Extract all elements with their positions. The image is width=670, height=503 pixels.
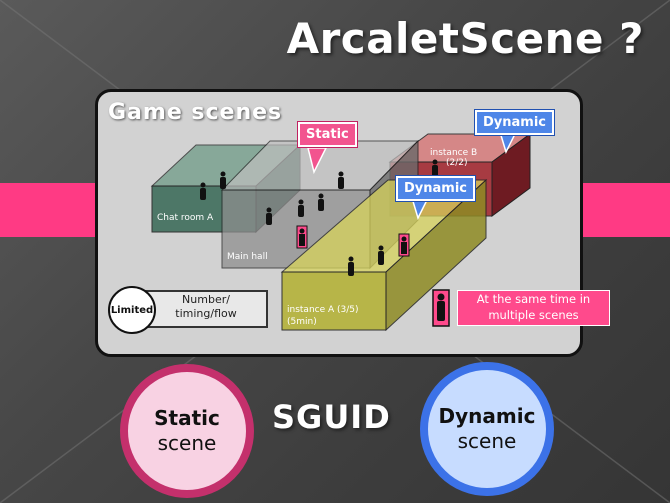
sguid-label: SGUID bbox=[272, 398, 391, 436]
main-hall-label: Main hall bbox=[227, 252, 268, 262]
dynamic-circle-line1: Dynamic bbox=[438, 404, 536, 428]
instance-b-label: instance B bbox=[430, 148, 478, 158]
people-icons bbox=[200, 159, 438, 276]
dynamic-callout-mid: Dynamic bbox=[396, 176, 476, 201]
legend-text: Number/ timing/flow bbox=[175, 293, 237, 320]
dynamic-circle-line2: scene bbox=[457, 429, 517, 453]
dynamic-scene-circle: Dynamic scene bbox=[420, 362, 554, 496]
static-circle-line1: Static bbox=[154, 406, 220, 430]
static-callout-tail bbox=[307, 147, 328, 175]
legend-box bbox=[138, 290, 268, 328]
static-circle-line2: scene bbox=[157, 431, 217, 455]
static-scene-circle: Static scene bbox=[120, 364, 254, 498]
multi-scene-person-icons bbox=[296, 225, 410, 257]
instance-a-box bbox=[280, 178, 488, 332]
limited-badge: Limited bbox=[108, 286, 156, 334]
instance-a-label: instance A (3/5) bbox=[287, 305, 359, 315]
panel-title: Game scenes bbox=[108, 100, 283, 125]
legend-person-icon bbox=[432, 289, 450, 327]
chat-room-label: Chat room A bbox=[157, 213, 214, 223]
dynamic-callout-top: Dynamic bbox=[475, 110, 555, 135]
instance-a-duration: (5min) bbox=[287, 317, 317, 327]
instance-b-count: (2/2) bbox=[446, 158, 468, 168]
static-callout: Static bbox=[298, 122, 357, 147]
multi-scene-note: At the same time in multiple scenes bbox=[457, 290, 610, 326]
page-title: ArcaletScene ? bbox=[286, 14, 644, 63]
